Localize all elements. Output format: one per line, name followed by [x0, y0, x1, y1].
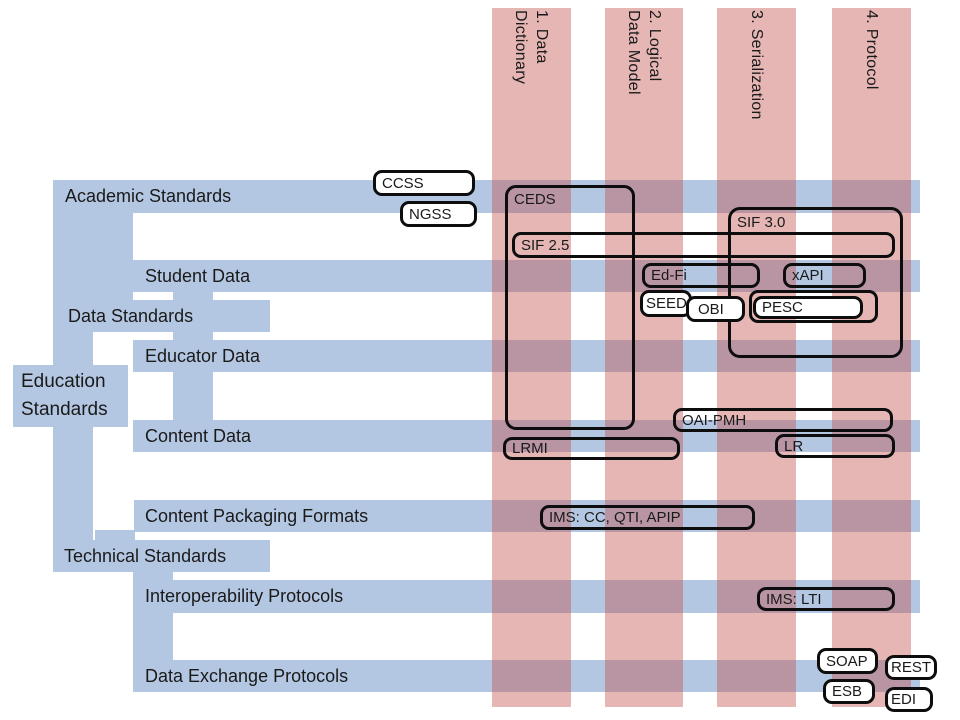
box-label-ccss: CCSS	[382, 174, 424, 192]
box-label-ceds: CEDS	[514, 191, 556, 208]
box-obi: OBI	[686, 296, 745, 322]
box-label-sif-2-5: SIF 2.5	[521, 236, 570, 254]
box-label-lrmi: LRMI	[512, 440, 548, 457]
box-label-seed: SEED	[646, 295, 687, 312]
box-label-sif-3-0: SIF 3.0	[737, 214, 786, 231]
box-label-pesc: PESC	[762, 299, 803, 316]
tree-connector-technical-children	[133, 572, 173, 676]
box-ccss: CCSS	[373, 170, 475, 196]
row-label-data-standards: Data Standards	[68, 305, 194, 326]
box-pesc: PESC	[753, 296, 863, 319]
box-label-soap: SOAP	[826, 652, 868, 670]
box-ims-lti: IMS: LTI	[757, 587, 895, 611]
box-label-lr: LR	[784, 437, 804, 455]
box-ngss: NGSS	[400, 201, 477, 227]
column-header-line: Dictionary	[512, 10, 529, 85]
box-ims-cc-qti-apip: IMS: CC, QTI, APIP	[540, 505, 755, 530]
box-oai-pmh: OAI-PMH	[673, 408, 893, 432]
box-lrmi: LRMI	[503, 437, 680, 460]
box-label-obi: OBI	[698, 300, 724, 318]
box-sif-3-0: SIF 3.0	[728, 207, 903, 358]
row-band-data-exchange-protocols	[133, 660, 920, 692]
box-ceds: CEDS	[505, 185, 635, 430]
column-header-line: 1. Data	[533, 10, 550, 64]
box-lr: LR	[775, 434, 895, 458]
row-band-content-packaging-formats	[134, 500, 920, 532]
column-header-logical-data-model: 2. Logical Data Model	[623, 10, 665, 170]
box-sif-2-5: SIF 2.5	[512, 232, 895, 258]
row-label-educator-data: Educator Data	[145, 345, 261, 366]
row-label-content-data: Content Data	[145, 425, 252, 446]
row-label-data-exchange-protocols: Data Exchange Protocols	[145, 665, 349, 686]
row-label-content-packaging-formats: Content Packaging Formats	[145, 505, 369, 526]
column-band-logical-data-model	[605, 8, 683, 707]
box-edi: EDI	[885, 687, 933, 712]
box-esb: ESB	[823, 679, 875, 704]
education-standards-root-box: Education Standards	[13, 365, 128, 427]
box-label-ed-fi: Ed-Fi	[651, 267, 687, 284]
root-label-line: Education	[21, 371, 106, 392]
tree-connector-academic-to-data-standards	[93, 212, 133, 332]
column-header-line: 3. Serialization	[748, 10, 765, 120]
column-header-line: Data Model	[625, 10, 642, 95]
column-header-serialization: 3. Serialization	[746, 10, 767, 170]
box-label-edi: EDI	[891, 691, 917, 708]
column-header-data-dictionary: 1. Data Dictionary	[510, 10, 552, 170]
box-label-xapi: xAPI	[792, 267, 824, 284]
box-rest: REST	[885, 655, 937, 680]
box-label-esb: ESB	[832, 683, 863, 700]
tree-connector-packaging-to-technical	[95, 530, 135, 544]
box-label-rest: REST	[891, 659, 932, 676]
column-header-line: 4. Protocol	[863, 10, 880, 90]
box-soap: SOAP	[817, 648, 878, 674]
row-label-interoperability-protocols: Interoperability Protocols	[145, 586, 344, 606]
box-pesc-outer	[749, 290, 878, 323]
column-header-protocol: 4. Protocol	[861, 10, 882, 170]
box-label-ngss: NGSS	[409, 205, 452, 223]
row-label-technical-standards: Technical Standards	[64, 545, 227, 566]
root-label-line: Standards	[21, 399, 108, 420]
column-header-line: 2. Logical	[646, 10, 663, 82]
tree-connector-data-standards-children	[173, 276, 213, 436]
row-band-interoperability-protocols	[133, 580, 920, 613]
box-label-ims-lti: IMS: LTI	[766, 590, 822, 608]
box-ed-fi: Ed-Fi	[642, 263, 760, 288]
box-label-oai-pmh: OAI-PMH	[682, 411, 747, 429]
box-xapi: xAPI	[783, 263, 866, 288]
row-label-academic-standards: Academic Standards	[65, 186, 232, 206]
box-label-ims-cc-qti-apip: IMS: CC, QTI, APIP	[549, 509, 681, 526]
box-seed: SEED	[640, 290, 692, 317]
row-label-student-data: Student Data	[145, 265, 251, 286]
